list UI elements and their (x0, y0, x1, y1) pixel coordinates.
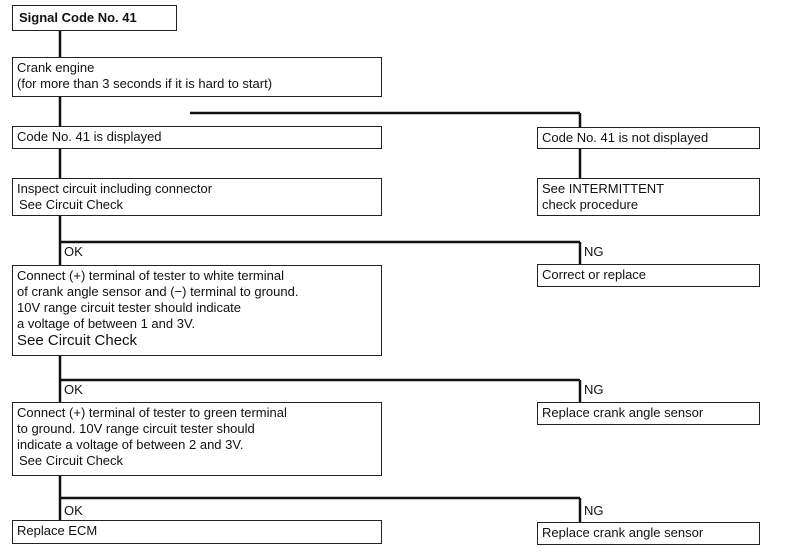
step-green-line-2: to ground. 10V range circuit tester shou… (17, 421, 255, 436)
label-ng-1: NG (584, 244, 604, 259)
label-ok-2: OK (64, 382, 83, 397)
step-white-terminal-test: Connect (+) terminal of tester to white … (12, 265, 382, 356)
step-intermittent: See INTERMITTENT check procedure (537, 178, 760, 216)
label-ng-2: NG (584, 382, 604, 397)
step-crank-line-2: (for more than 3 seconds if it is hard t… (17, 76, 273, 91)
step-crank-line-1: Crank engine (17, 60, 95, 75)
step-white-line-1: Connect (+) terminal of tester to white … (17, 268, 284, 283)
step-green-line-3: indicate a voltage of between 2 and 3V. (17, 437, 244, 452)
label-ok-1: OK (64, 244, 83, 259)
step-white-line-4: a voltage of between 1 and 3V. (17, 316, 196, 331)
diagram-title: Signal Code No. 41 (12, 5, 177, 31)
step-crank-engine: Crank engine (for more than 3 seconds if… (12, 57, 382, 97)
step-intermittent-line-1: See INTERMITTENT (542, 181, 665, 196)
step-white-line-5: See Circuit Check (17, 332, 138, 349)
step-correct-or-replace: Correct or replace (537, 264, 760, 287)
step-intermittent-line-2: check procedure (542, 197, 639, 212)
step-white-line-2: of crank angle sensor and (−) terminal t… (17, 284, 299, 299)
step-green-line-4: See Circuit Check (19, 453, 124, 468)
step-white-line-3: 10V range circuit tester should indicate (17, 300, 242, 315)
step-replace-sensor-1: Replace crank angle sensor (537, 402, 760, 425)
step-inspect-circuit: Inspect circuit including connector See … (12, 178, 382, 216)
label-ng-3: NG (584, 503, 604, 518)
step-replace-ecm: Replace ECM (12, 520, 382, 544)
step-code-displayed: Code No. 41 is displayed (12, 126, 382, 149)
step-green-line-1: Connect (+) terminal of tester to green … (17, 405, 287, 420)
label-ok-3: OK (64, 503, 83, 518)
step-inspect-line-2: See Circuit Check (19, 197, 124, 212)
step-replace-sensor-2: Replace crank angle sensor (537, 522, 760, 545)
step-green-terminal-test: Connect (+) terminal of tester to green … (12, 402, 382, 476)
step-inspect-line-1: Inspect circuit including connector (17, 181, 213, 196)
step-code-not-displayed: Code No. 41 is not displayed (537, 127, 760, 149)
